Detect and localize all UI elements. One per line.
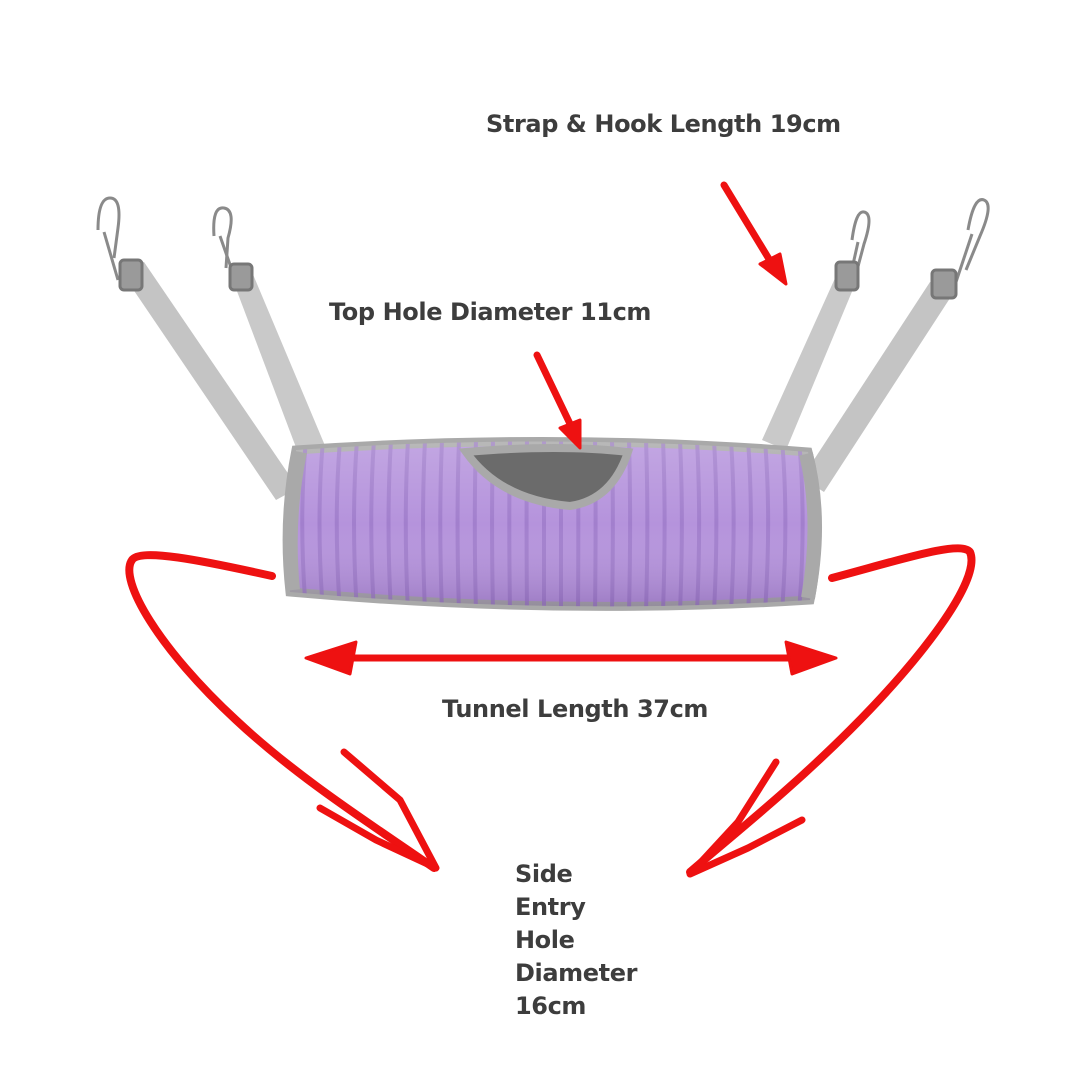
- side-entry-line: Diameter: [515, 959, 638, 987]
- tunnel-body: [282, 436, 823, 611]
- tunnel-length-arrow-head-left: [304, 640, 358, 676]
- side-entry-line: 16cm: [515, 992, 587, 1020]
- strap-left-inner: [232, 272, 326, 458]
- red-arrow-icon: [125, 181, 976, 878]
- side-entry-arrow-right: [686, 544, 976, 876]
- side-entry-line: Side: [515, 860, 573, 888]
- hanging-straps: [120, 262, 954, 500]
- top-hole-diameter-label: Top Hole Diameter 11cm: [329, 298, 652, 326]
- tunnel-length-label: Tunnel Length 37cm: [442, 695, 709, 723]
- metal-clip-hook-icon: [96, 196, 990, 300]
- side-entry-hole-label: Side Entry Hole Diameter 16cm: [515, 858, 715, 1023]
- strap-arrow-head: [758, 252, 788, 286]
- strap-hook-length-label: Strap & Hook Length 19cm: [486, 110, 841, 138]
- strap-arrow-shaft: [720, 181, 776, 268]
- side-entry-line: Hole: [515, 926, 575, 954]
- top-hole-arrow-head: [558, 418, 582, 450]
- side-entry-arrow-left: [125, 551, 438, 872]
- tunnel-length-arrow-head-right: [784, 640, 838, 676]
- top-hole-arrow-shaft: [533, 351, 576, 432]
- strap-left-outer: [120, 262, 298, 500]
- side-entry-line: Entry: [515, 893, 586, 921]
- strap-right-inner: [762, 276, 856, 450]
- strap-right-outer: [802, 282, 954, 492]
- top-hole: [458, 444, 634, 511]
